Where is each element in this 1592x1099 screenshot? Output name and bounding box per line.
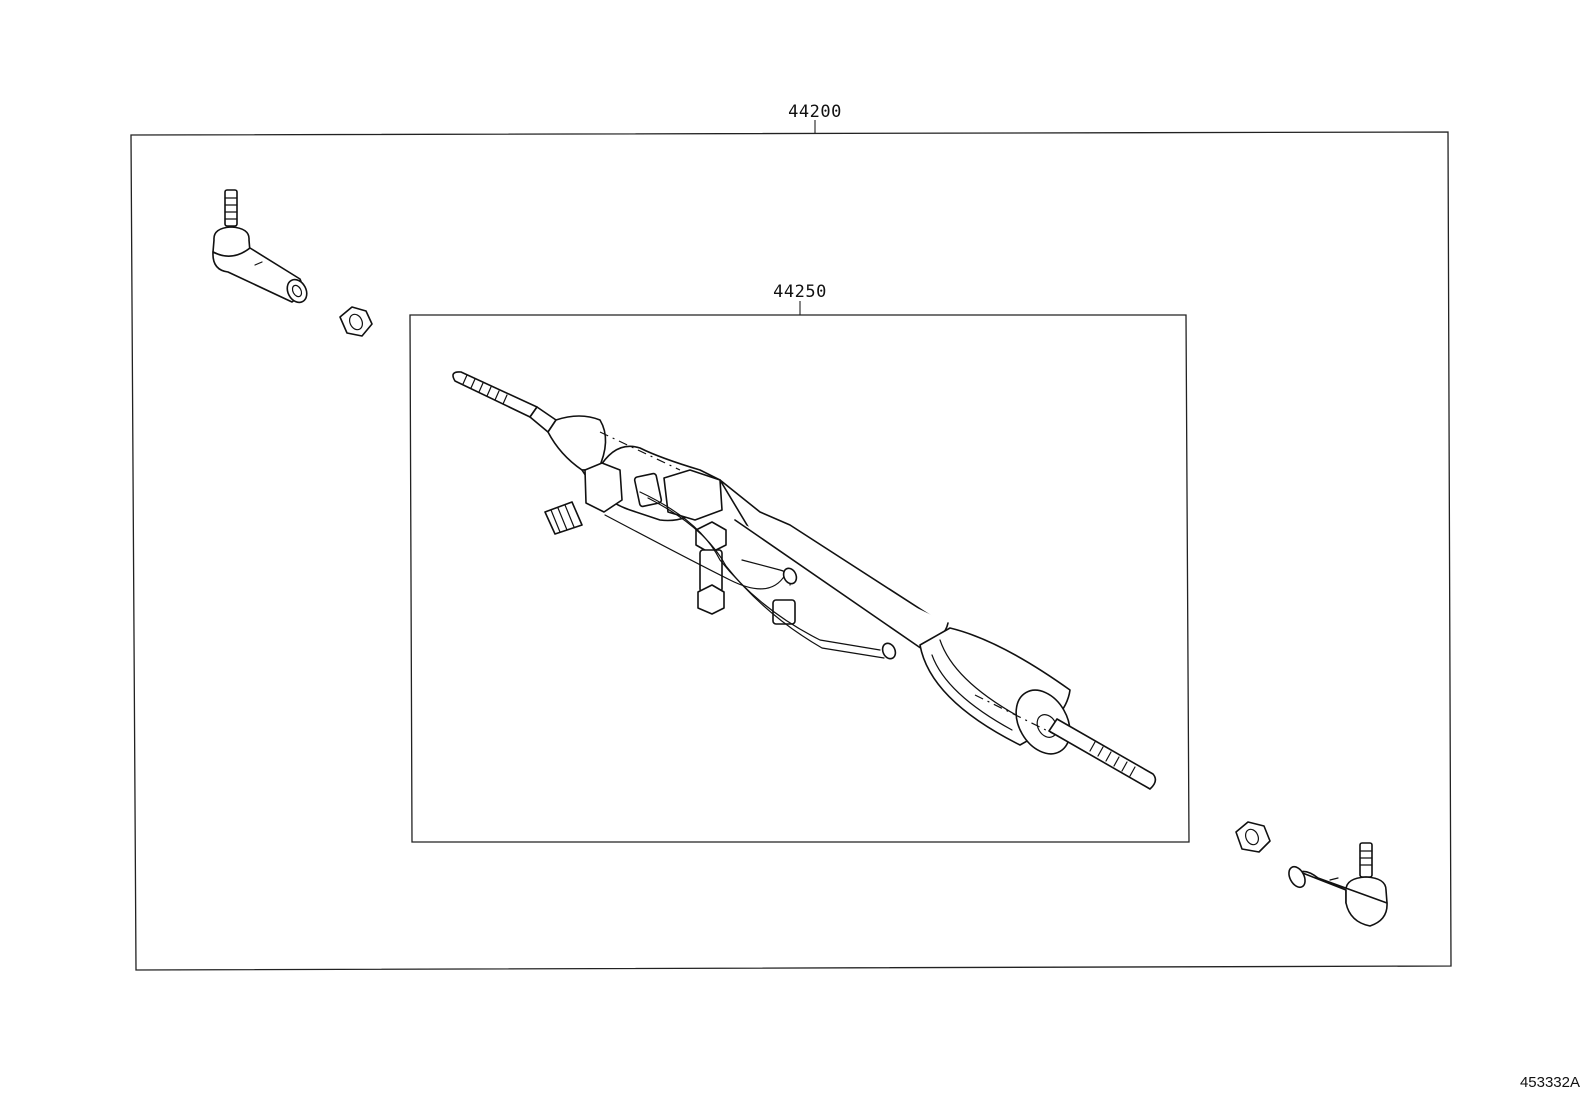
right-tie-rod-end[interactable] <box>1286 842 1388 927</box>
subassembly-label[interactable]: 44250 <box>773 282 827 302</box>
left-lock-nut[interactable] <box>339 306 373 337</box>
left-tie-rod-end[interactable] <box>212 189 311 306</box>
steering-rack[interactable] <box>452 371 1157 790</box>
reference-code: 453332A <box>1520 1074 1580 1091</box>
assembly-label[interactable]: 44200 <box>788 102 842 122</box>
assembly-frame: 44200 <box>130 102 1452 971</box>
right-lock-nut[interactable] <box>1235 821 1271 853</box>
subassembly-frame: 44250 <box>409 282 1190 843</box>
